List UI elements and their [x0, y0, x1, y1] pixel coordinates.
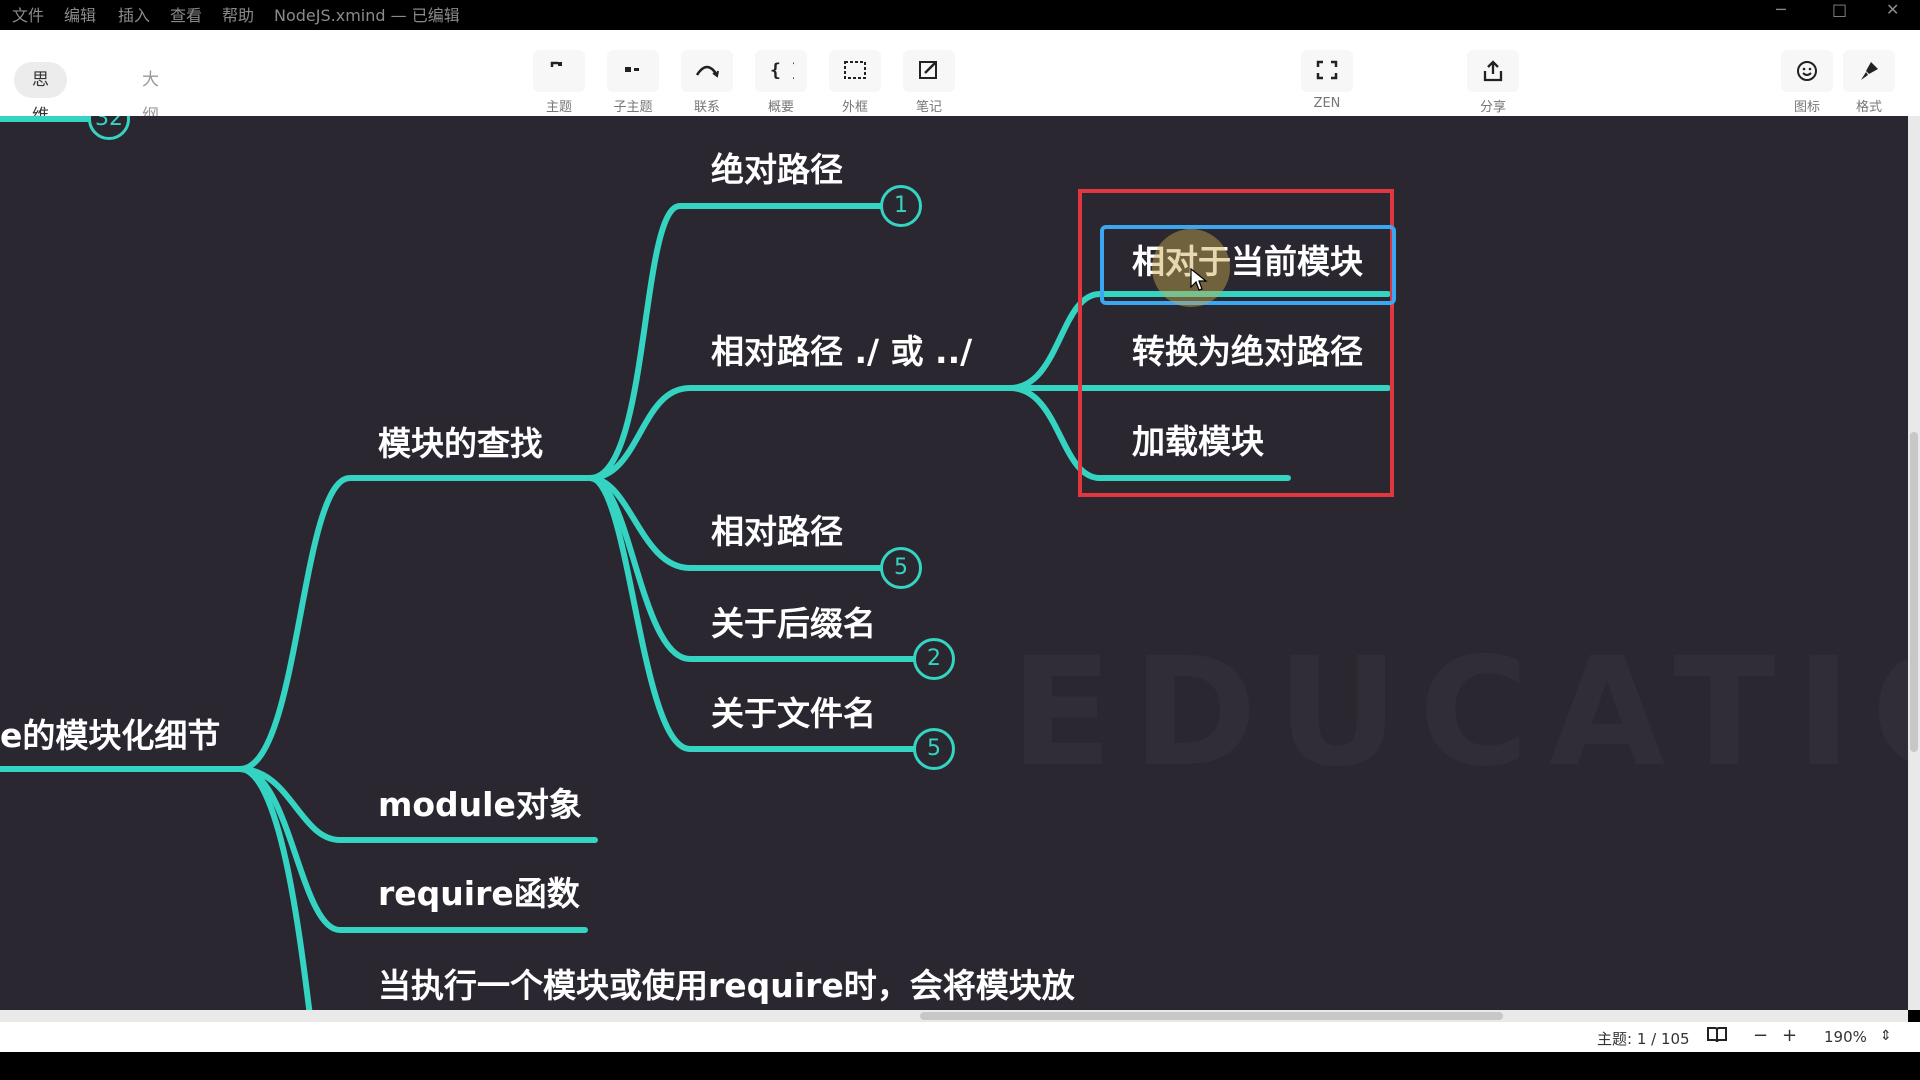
- collapsed-count-badge[interactable]: 5: [880, 547, 922, 589]
- boundary-button[interactable]: 外框: [823, 50, 887, 115]
- topic-module-lookup[interactable]: 模块的查找: [378, 424, 543, 463]
- vertical-scroll-thumb[interactable]: [1910, 432, 1918, 752]
- close-icon[interactable]: ✕: [1886, 0, 1900, 19]
- topic-relative-path[interactable]: 相对路径: [711, 512, 843, 551]
- menu-file[interactable]: 文件: [12, 6, 45, 25]
- subtopic-icon: [607, 50, 659, 92]
- zoom-stepper-icon[interactable]: ⇕: [1880, 1028, 1892, 1044]
- topic-convert-absolute[interactable]: 转换为绝对路径: [1132, 332, 1363, 371]
- share-button[interactable]: 分享: [1461, 50, 1525, 115]
- status-bar: 主题: 1 / 105 − + 190% ⇕: [0, 1022, 1920, 1052]
- collapsed-count-badge[interactable]: 5: [913, 728, 955, 770]
- menu-help[interactable]: 帮助: [222, 6, 255, 25]
- notes-button[interactable]: 笔记: [897, 50, 961, 115]
- summary-button[interactable]: { } 概要: [749, 50, 813, 115]
- topic-file-name[interactable]: 关于文件名: [711, 694, 876, 733]
- menu-view[interactable]: 查看: [170, 6, 203, 25]
- horizontal-scrollbar[interactable]: [0, 1010, 1908, 1022]
- highlight-frame: [1078, 189, 1394, 497]
- cursor-highlight: [1152, 229, 1230, 307]
- mindmap-canvas[interactable]: EDUCATION 32 e的模块化细节 模块的查找 module对象: [0, 116, 1908, 1010]
- root-topic[interactable]: e的模块化细节: [0, 716, 221, 755]
- zen-button[interactable]: ZEN: [1295, 50, 1359, 111]
- topic-load-module[interactable]: 加载模块: [1132, 422, 1264, 461]
- topic-module-object[interactable]: module对象: [378, 785, 582, 824]
- collapsed-count-badge[interactable]: 2: [913, 638, 955, 680]
- toolbar: 思维导图 大纲 主题 子主题 联系 { } 概要 外框 笔记 ZEN 分享 图标…: [0, 30, 1920, 198]
- topic-button[interactable]: 主题: [527, 50, 591, 115]
- share-icon: [1467, 50, 1519, 92]
- boundary-icon: [829, 50, 881, 92]
- topic-require-function[interactable]: require函数: [378, 874, 580, 913]
- vertical-scrollbar[interactable]: [1908, 116, 1920, 1010]
- menu-edit[interactable]: 编辑: [64, 6, 97, 25]
- background-watermark: EDUCATION: [1010, 626, 1908, 800]
- topic-module-cache[interactable]: 当执行一个模块或使用require时，会将模块放: [378, 966, 1075, 1005]
- bottom-bar: [0, 1052, 1920, 1080]
- zoom-out-icon[interactable]: −: [1753, 1025, 1769, 1046]
- relationship-icon: [681, 50, 733, 92]
- zoom-in-icon[interactable]: +: [1782, 1025, 1798, 1046]
- collapsed-count-badge[interactable]: 1: [880, 185, 922, 227]
- topic-icon: [533, 50, 585, 92]
- book-icon[interactable]: [1706, 1025, 1728, 1049]
- menu-bar: 文件 编辑 插入 查看 帮助 NodeJS.xmind — 已编辑 ─ □ ✕: [0, 0, 1920, 30]
- zoom-level[interactable]: 190%: [1824, 1028, 1867, 1046]
- tab-outline[interactable]: 大纲: [142, 70, 159, 126]
- topic-absolute-path[interactable]: 绝对路径: [711, 150, 843, 189]
- maximize-icon[interactable]: □: [1832, 0, 1848, 19]
- notes-icon: [903, 50, 955, 92]
- mouse-cursor-icon: [1190, 268, 1208, 291]
- horizontal-scroll-thumb[interactable]: [920, 1012, 1503, 1020]
- emoji-icon: [1781, 50, 1833, 92]
- subtopic-button[interactable]: 子主题: [601, 50, 665, 115]
- topic-count: 主题: 1 / 105: [1597, 1030, 1690, 1048]
- branch-lines: [0, 116, 1391, 1010]
- icon-panel-button[interactable]: 图标: [1775, 50, 1839, 115]
- minimize-icon[interactable]: ─: [1776, 0, 1786, 19]
- topic-relative-to-current[interactable]: 相对于当前模块: [1132, 242, 1363, 281]
- svg-text:{ }: { }: [770, 60, 794, 81]
- window-title: NodeJS.xmind — 已编辑: [274, 6, 460, 25]
- relationship-button[interactable]: 联系: [675, 50, 739, 115]
- topic-suffix-name[interactable]: 关于后缀名: [711, 604, 876, 643]
- fullscreen-icon: [1301, 50, 1353, 92]
- format-brush-icon: [1843, 50, 1895, 92]
- summary-icon: { }: [755, 50, 807, 92]
- format-panel-button[interactable]: 格式: [1837, 50, 1901, 115]
- topic-relative-dot-path[interactable]: 相对路径 ./ 或 ../: [711, 332, 973, 371]
- tab-mindmap[interactable]: 思维导图: [14, 62, 67, 198]
- selected-topic-outline: [1100, 225, 1396, 305]
- menu-insert[interactable]: 插入: [118, 6, 151, 25]
